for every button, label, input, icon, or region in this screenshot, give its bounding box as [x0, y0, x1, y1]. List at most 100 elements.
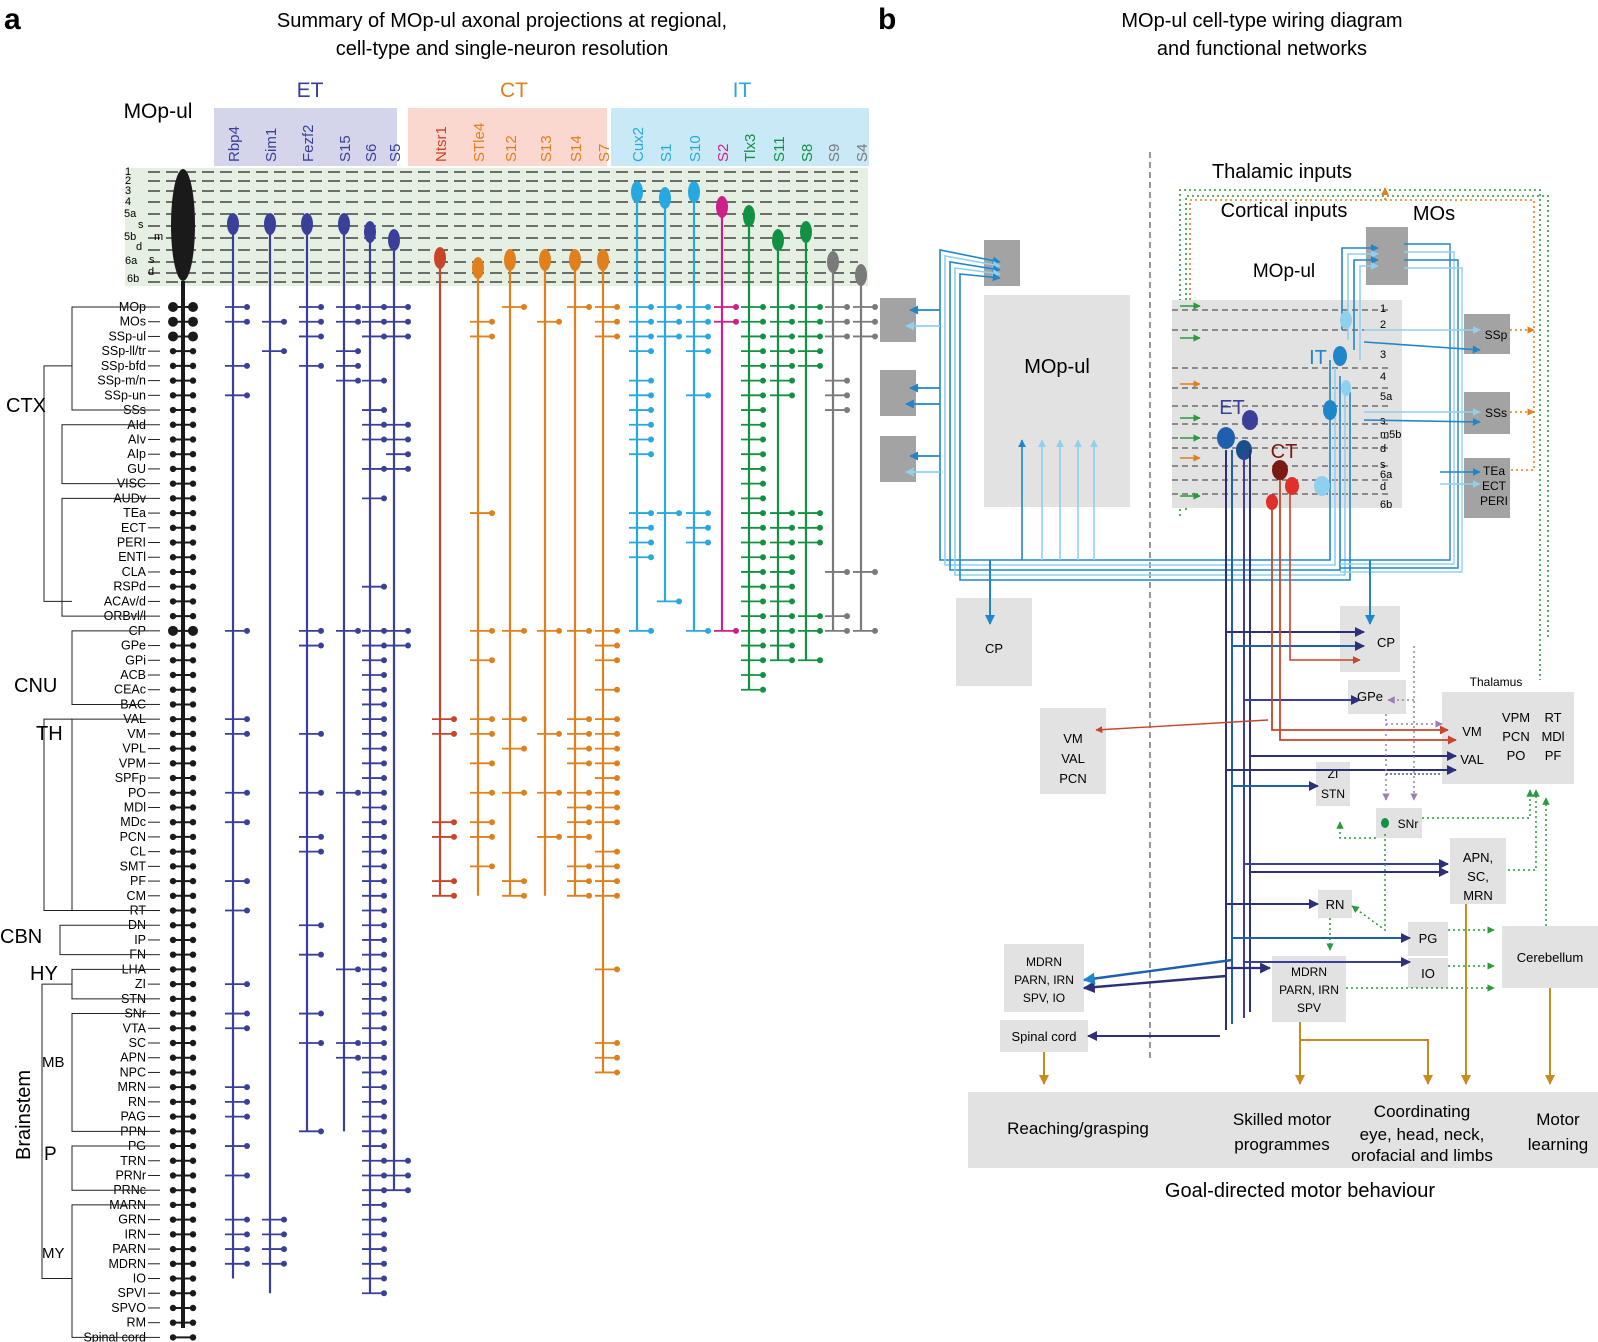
spinal-cord-box: [1000, 1020, 1088, 1052]
thal-pf-label: PF: [1545, 748, 1562, 763]
panel-a-title-line2: cell-type and single-neuron resolution: [336, 38, 668, 60]
column-label-s6: S6: [363, 144, 380, 162]
neuron-terminal: [489, 318, 495, 325]
neuron-terminal: [586, 789, 592, 796]
trunk-terminal-left-67: [169, 1290, 177, 1297]
neuron-terminal: [281, 1260, 287, 1267]
neuron-soma-s8: [800, 221, 812, 243]
neuron-terminal: [405, 451, 411, 458]
bracket-p: [71, 1145, 148, 1191]
neuron-soma-s14: [569, 249, 581, 271]
trunk-terminal-left-51: [169, 1054, 177, 1061]
neuron-terminal: [648, 524, 654, 531]
neuron-terminal: [381, 686, 387, 693]
ct-soma-2: [1285, 477, 1299, 495]
trunk-terminal-left-65: [169, 1260, 177, 1268]
trunk-terminal-left-13: [169, 495, 177, 502]
trunk-terminal-left-36: [169, 833, 177, 841]
trunk-terminal-right-0: [188, 302, 198, 312]
group-brainstem: Brainstem: [13, 1070, 35, 1160]
neuron-terminal: [355, 304, 361, 310]
panel-a: a Summary of MOp-ul axonal projections a…: [0, 3, 878, 1342]
cerebellum-box: [1502, 926, 1598, 988]
neuron-fezf2: [299, 213, 324, 1135]
neuron-terminal: [760, 304, 766, 310]
trunk-terminal-left-66: [169, 1275, 177, 1282]
column-label-stle4: STle4: [471, 123, 488, 162]
neuron-terminal: [244, 1143, 250, 1150]
trunk-terminal-right-38: [189, 863, 197, 870]
layer-lines: [148, 171, 858, 283]
region-label-37: CL: [130, 845, 146, 859]
et-to-mdrn-left-2: [1082, 958, 1233, 985]
neuron-terminal: [381, 1216, 387, 1223]
mos-label: MOs: [1413, 203, 1455, 225]
trunk-terminal-left-39: [169, 877, 177, 885]
bracket-ssp: [71, 306, 148, 411]
neuron-terminal: [817, 362, 823, 369]
neuron-terminal: [405, 1172, 411, 1179]
neuron-terminal: [489, 627, 495, 634]
region-tree: [41, 306, 160, 1338]
neuron-terminal: [244, 1172, 250, 1179]
group-th: TH: [36, 723, 63, 745]
neuron-terminal: [381, 1201, 387, 1208]
b-layer-label-4: 5a: [1380, 391, 1393, 403]
apn-label: APN,: [1463, 850, 1493, 865]
neuron-terminal: [318, 318, 324, 325]
neuron-terminal: [489, 863, 495, 870]
trunk-terminal-left-44: [169, 951, 177, 958]
neuron-terminal: [705, 627, 711, 634]
neuron-terminal: [489, 657, 495, 664]
trunk-terminal-left-53: [169, 1083, 177, 1091]
thalamic-input-loop-green: [1179, 189, 1541, 680]
neuron-terminal: [789, 377, 795, 384]
neuron-terminal: [451, 892, 457, 899]
b-layer-label-7: d: [1380, 443, 1386, 455]
pg-box: [1408, 922, 1448, 956]
trunk-terminal-left-25: [169, 671, 177, 679]
neuron-terminal: [760, 686, 766, 693]
neuron-terminal: [586, 716, 592, 723]
et-group-bg: [214, 108, 397, 166]
column-label-rbp4: Rbp4: [226, 126, 243, 162]
trunk-terminal-right-53: [189, 1083, 197, 1091]
behaviour-skilled-l1: Skilled motor: [1233, 1110, 1332, 1129]
vm-box-label: VM: [1063, 731, 1083, 746]
trunk-terminal-right-21: [189, 612, 197, 620]
region-label-4: SSp-bfd: [101, 359, 146, 373]
neuron-terminal: [244, 1216, 250, 1223]
ct-to-vm-2: [1271, 510, 1449, 735]
neuron-terminal: [381, 377, 387, 384]
neuron-terminal: [614, 775, 620, 782]
trunk-terminal-right-40: [189, 892, 197, 899]
trunk-terminal-right-48: [189, 1010, 197, 1017]
trunk-terminal-right-55: [189, 1113, 197, 1120]
thal-rt-label: RT: [1544, 710, 1561, 725]
neuron-terminal: [676, 510, 682, 517]
neuron-s14: [567, 249, 592, 899]
sc-label: SC,: [1467, 869, 1489, 884]
rn-label: RN: [1326, 897, 1345, 912]
layer-label-1: 2: [125, 175, 131, 187]
trunk-terminal-left-40: [169, 892, 177, 899]
neuron-soma-rbp4: [227, 213, 239, 235]
ct-to-contra-vm: [1095, 719, 1269, 734]
neuron-terminal: [244, 304, 250, 310]
neuron-terminal: [318, 642, 324, 649]
neuron-terminal: [451, 730, 457, 737]
region-label-23: GPe: [121, 639, 146, 653]
ssp-box: [1464, 314, 1510, 354]
trunk-terminal-left-46: [169, 980, 177, 988]
neuron-terminal: [556, 789, 562, 796]
trunk-terminal-left-7: [169, 406, 177, 414]
neuron-terminal: [521, 304, 527, 310]
trunk-terminal-left-20: [169, 598, 177, 605]
trunk-terminal-right-1: [188, 316, 198, 327]
neuron-terminal: [648, 304, 654, 310]
region-label-39: PF: [130, 874, 146, 888]
neuron-s13: [537, 249, 562, 896]
neuron-terminal: [586, 760, 592, 767]
trunk-terminal-left-58: [169, 1157, 177, 1164]
